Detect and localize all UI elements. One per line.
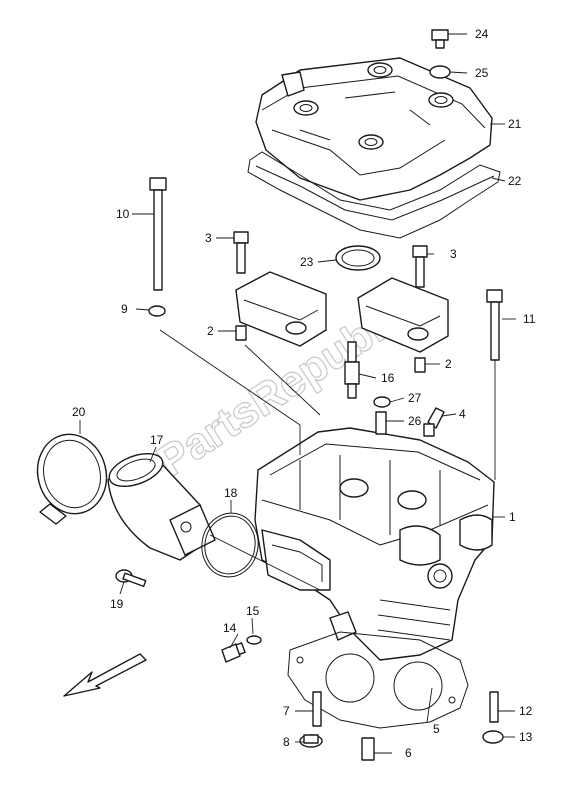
leader-lines	[79, 33, 516, 754]
stud-7[interactable]	[312, 691, 322, 727]
washer-27[interactable]	[373, 396, 391, 408]
callout-4: 4	[459, 407, 466, 421]
intake-clamp[interactable]	[29, 427, 115, 525]
o-ring-18[interactable]	[197, 509, 263, 582]
callout-24: 24	[475, 27, 489, 41]
callout-1: 1	[509, 510, 516, 524]
bolt-10[interactable]	[149, 177, 167, 291]
callout-labels: 24 25 21 22 10 3 23 3 9 11 2 2 16 27 26 …	[72, 27, 536, 760]
washer-9[interactable]	[148, 305, 166, 317]
callout-10: 10	[116, 207, 130, 221]
washer-15[interactable]	[246, 635, 262, 645]
callout-17: 17	[150, 433, 164, 447]
camshaft-holder-left[interactable]	[235, 271, 327, 347]
o-ring-23[interactable]	[335, 245, 381, 271]
callout-25: 25	[475, 66, 489, 80]
washer-25[interactable]	[429, 65, 451, 79]
callout-8: 8	[283, 735, 290, 749]
nut-8[interactable]	[299, 734, 323, 748]
fitting-4[interactable]	[423, 407, 445, 437]
callout-20: 20	[72, 405, 86, 419]
dowel-6[interactable]	[361, 737, 375, 761]
callout-13: 13	[519, 730, 533, 744]
callout-2-left: 2	[207, 324, 214, 338]
callout-7: 7	[283, 704, 290, 718]
bolt-3-right[interactable]	[412, 245, 428, 288]
cylinder-head-cover[interactable]	[255, 57, 493, 201]
bolt-3-left[interactable]	[233, 231, 249, 274]
callout-23: 23	[300, 255, 314, 269]
bolt-24[interactable]	[431, 29, 449, 49]
callout-15: 15	[246, 604, 260, 618]
callout-12: 12	[519, 704, 533, 718]
callout-9: 9	[121, 302, 128, 316]
callout-27: 27	[408, 391, 422, 405]
callout-3-right: 3	[450, 247, 457, 261]
callout-2-right: 2	[445, 357, 452, 371]
dowel-pin-2-right[interactable]	[414, 357, 426, 373]
bolt-14[interactable]	[221, 642, 246, 663]
nut-13[interactable]	[482, 730, 504, 744]
bolt-11[interactable]	[486, 289, 503, 361]
cylinder-head[interactable]	[254, 427, 495, 661]
spark-plug[interactable]	[344, 341, 360, 399]
callout-21: 21	[508, 117, 522, 131]
callout-11: 11	[523, 312, 536, 326]
callout-6: 6	[405, 746, 412, 760]
callout-18: 18	[224, 486, 238, 500]
callout-5: 5	[433, 722, 440, 736]
callout-14: 14	[223, 621, 237, 635]
pin-26[interactable]	[375, 411, 387, 435]
callout-16: 16	[381, 371, 395, 385]
cover-gasket[interactable]	[247, 151, 501, 239]
callout-19: 19	[110, 597, 124, 611]
bolt-19[interactable]	[115, 569, 147, 588]
callout-3-left: 3	[205, 231, 212, 245]
arrow-down-left-icon	[63, 653, 147, 697]
intake-pipe[interactable]	[105, 447, 216, 561]
callout-26: 26	[408, 414, 422, 428]
head-gasket[interactable]	[287, 631, 469, 729]
dowel-pin-2-left[interactable]	[235, 325, 247, 341]
stud-12[interactable]	[489, 691, 499, 723]
camshaft-holder-right[interactable]	[357, 277, 449, 353]
callout-22: 22	[508, 174, 522, 188]
